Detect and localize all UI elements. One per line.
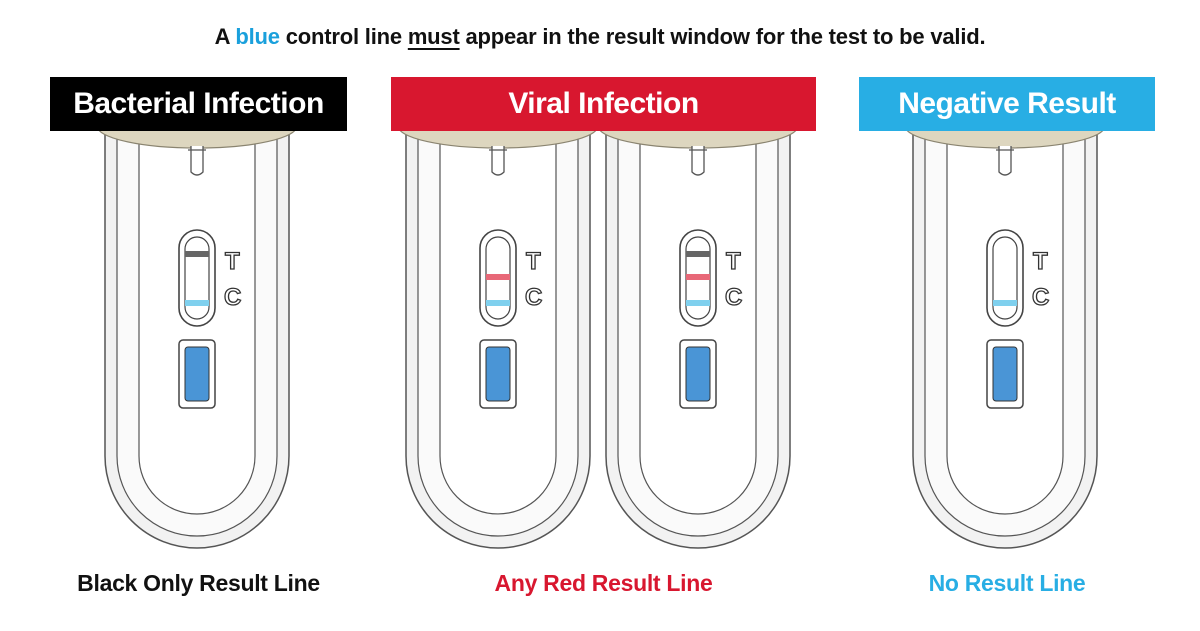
black-result-line [185, 251, 209, 257]
caption-viral: Any Red Result Line [494, 570, 713, 596]
test-device: TC [397, 100, 599, 549]
device-hook [190, 146, 204, 176]
test-line-label: T [726, 248, 741, 275]
test-device: TC [904, 100, 1106, 549]
result-window-inner [184, 236, 210, 320]
blue-result-line [486, 300, 510, 306]
test-device: TC [96, 100, 298, 549]
device-hook [491, 146, 505, 176]
headline-blue-word: blue [235, 24, 280, 49]
control-line-label: C [1032, 284, 1049, 311]
sample-well-fill [184, 346, 210, 402]
test-line-label: T [526, 248, 541, 275]
headline-must-word: must [407, 24, 460, 49]
red-result-line [486, 274, 510, 280]
sample-well-fill [685, 346, 711, 402]
headline: A blue control line must appear in the r… [0, 24, 1200, 50]
black-result-line [686, 251, 710, 257]
blue-result-line [993, 300, 1017, 306]
control-line-label: C [525, 284, 542, 311]
test-line-label: T [1033, 248, 1048, 275]
headline-text: control line [279, 24, 408, 49]
red-result-line [686, 274, 710, 280]
sample-well-fill [485, 346, 511, 402]
banner-viral-infection: Viral Infection [391, 77, 816, 131]
banner-bacterial-infection: Bacterial Infection [50, 77, 347, 131]
control-line-label: C [725, 284, 742, 311]
headline-text: A [214, 24, 236, 49]
sample-well-fill [992, 346, 1018, 402]
caption-bacterial: Black Only Result Line [77, 570, 320, 596]
banner-negative-result: Negative Result [859, 77, 1155, 131]
test-line-label: T [225, 248, 240, 275]
blue-result-line [686, 300, 710, 306]
control-line-label: C [224, 284, 241, 311]
headline-text: appear in the result window for the test… [459, 24, 986, 49]
caption-negative: No Result Line [928, 570, 1086, 596]
device-hook [691, 146, 705, 176]
test-device: TC [597, 100, 799, 549]
result-window-inner [992, 236, 1018, 320]
device-hook [998, 146, 1012, 176]
blue-result-line [185, 300, 209, 306]
